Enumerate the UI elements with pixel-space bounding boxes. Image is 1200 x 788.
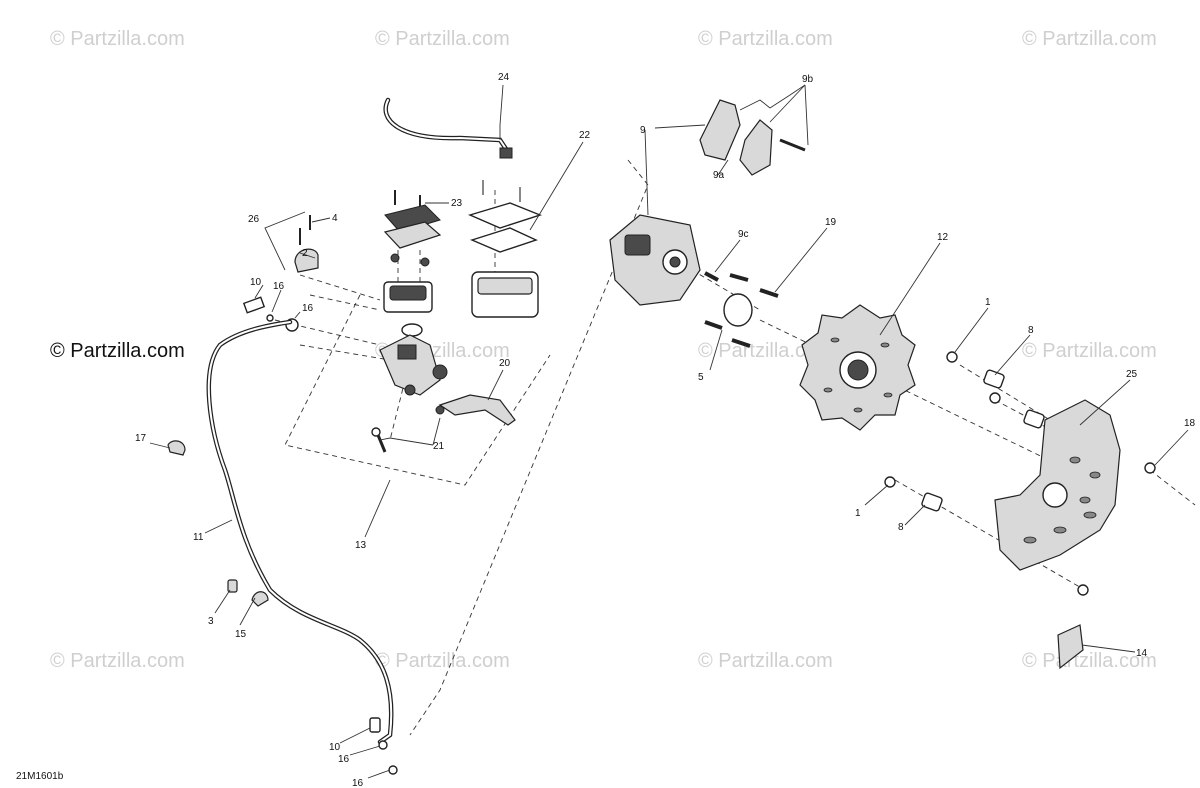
callout-1-lower: 1 bbox=[855, 508, 861, 519]
callout-22: 22 bbox=[579, 130, 591, 141]
caliper-bolts bbox=[704, 271, 779, 348]
callout-labels: 24 22 23 4 26 2 10 16 16 20 21 13 17 11 … bbox=[135, 72, 1196, 788]
callout-15: 15 bbox=[235, 629, 247, 640]
callout-4: 4 bbox=[332, 213, 338, 224]
callout-12: 12 bbox=[937, 232, 949, 243]
callout-5: 5 bbox=[698, 372, 704, 383]
callout-21: 21 bbox=[433, 441, 445, 452]
dashed-guide bbox=[299, 274, 381, 301]
watermark-text: © Partzilla.com bbox=[1022, 28, 1157, 50]
banjo-bolt-lower bbox=[369, 717, 398, 775]
watermark-text: © Partzilla.com bbox=[698, 340, 833, 362]
callout-3: 3 bbox=[208, 616, 214, 627]
callout-8-lower: 8 bbox=[898, 522, 904, 533]
callout-24: 24 bbox=[498, 72, 510, 83]
callout-9c: 9c bbox=[738, 229, 749, 240]
brake-lever-part bbox=[435, 394, 516, 426]
dashed-guide bbox=[1149, 469, 1196, 506]
watermark-text: © Partzilla.com bbox=[375, 28, 510, 50]
brake-rotor-part bbox=[799, 304, 916, 431]
reservoir-cap-assembly bbox=[383, 190, 442, 337]
callout-9: 9 bbox=[640, 125, 646, 136]
guard-bolts-spacers bbox=[884, 351, 1156, 596]
reservoir-cap-assembly-ghost bbox=[467, 180, 543, 318]
watermark-main-text: © Partzilla.com bbox=[50, 340, 185, 362]
caliper-guide-line bbox=[409, 159, 649, 736]
callout-2: 2 bbox=[302, 248, 308, 259]
callout-14: 14 bbox=[1136, 648, 1148, 659]
callout-13: 13 bbox=[355, 540, 367, 551]
watermark-text: © Partzilla.com bbox=[50, 28, 185, 50]
leader-lines bbox=[149, 84, 1189, 779]
callout-18: 18 bbox=[1184, 418, 1196, 429]
callout-8-upper: 8 bbox=[1028, 325, 1034, 336]
hose-clip-3 bbox=[227, 579, 238, 593]
dashed-guide bbox=[299, 344, 391, 361]
lever-pivot-bolt bbox=[371, 427, 387, 453]
callout-11: 11 bbox=[193, 532, 204, 543]
callout-1-upper: 1 bbox=[985, 297, 991, 308]
watermark-text: © Partzilla.com bbox=[1022, 340, 1157, 362]
watermark-text: © Partzilla.com bbox=[698, 650, 833, 672]
sensor-wire-part bbox=[383, 97, 513, 159]
master-cylinder-group-outline bbox=[284, 294, 551, 486]
callout-25: 25 bbox=[1126, 369, 1138, 380]
watermark-text: © Partzilla.com bbox=[375, 650, 510, 672]
hose-clip-17 bbox=[167, 440, 186, 456]
brake-caliper-part bbox=[609, 214, 701, 306]
master-cylinder-part bbox=[379, 334, 448, 396]
figure-id: 21M1601b bbox=[16, 771, 64, 782]
decal-part bbox=[1057, 624, 1084, 670]
callout-20: 20 bbox=[499, 358, 511, 369]
watermark-layer: © Partzilla.com © Partzilla.com © Partzi… bbox=[50, 28, 1157, 672]
callout-9a: 9a bbox=[713, 170, 725, 181]
callout-10-upper: 10 bbox=[250, 277, 262, 288]
callout-19: 19 bbox=[825, 217, 837, 228]
callout-16-lower-bottom: 16 bbox=[352, 778, 364, 788]
callout-16-lower-upper: 16 bbox=[338, 754, 350, 765]
callout-9b: 9b bbox=[802, 74, 814, 85]
dashed-guide bbox=[759, 319, 1091, 481]
watermark-text: © Partzilla.com bbox=[1022, 650, 1157, 672]
dashed-guide bbox=[389, 379, 406, 441]
callout-26: 26 bbox=[248, 214, 260, 225]
callout-23: 23 bbox=[451, 198, 463, 209]
watermark-text: © Partzilla.com bbox=[50, 650, 185, 672]
dashed-guide bbox=[309, 294, 381, 311]
callout-16-upper-right: 16 bbox=[302, 303, 314, 314]
callout-17: 17 bbox=[135, 433, 147, 444]
brake-hose-part bbox=[206, 319, 394, 745]
watermark-text: © Partzilla.com bbox=[698, 28, 833, 50]
rotor-guard-part bbox=[994, 399, 1121, 571]
callout-10-lower: 10 bbox=[329, 742, 341, 753]
hose-clip-15 bbox=[251, 591, 269, 607]
brake-pads-part bbox=[699, 99, 806, 176]
handlebar-clamp bbox=[294, 215, 319, 273]
callout-16-upper-left: 16 bbox=[273, 281, 285, 292]
